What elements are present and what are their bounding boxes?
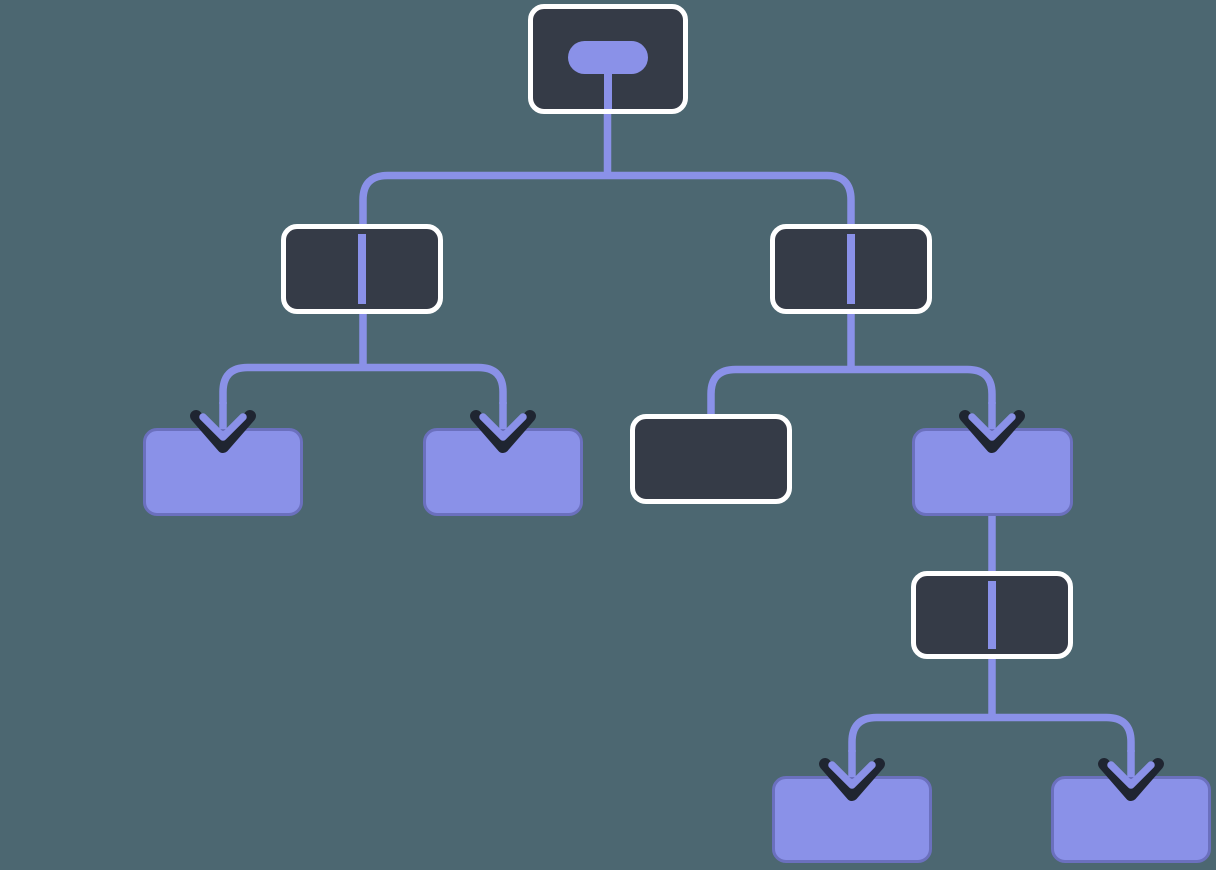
- dark-leaf-node[interactable]: [630, 414, 792, 504]
- branch-node-right[interactable]: [770, 224, 932, 314]
- chevron-down-icon: [470, 402, 536, 453]
- chevron-down-icon: [959, 402, 1025, 453]
- connector-path: [707, 365, 996, 425]
- connector-path: [219, 363, 507, 404]
- pass-through-line: [358, 234, 366, 304]
- connector-path: [848, 713, 1135, 752]
- pill-shape: [568, 41, 648, 74]
- connector-path: [359, 171, 855, 235]
- pass-through-line: [847, 234, 855, 304]
- chevron-down-icon: [819, 750, 885, 801]
- chevron-down-icon: [1098, 750, 1164, 801]
- pass-through-line: [988, 581, 996, 649]
- chevron-down-icon: [190, 402, 256, 453]
- root-node[interactable]: [528, 4, 688, 114]
- pill-stem: [604, 72, 612, 109]
- branch-node-left[interactable]: [281, 224, 443, 314]
- branch-node-lower[interactable]: [911, 571, 1073, 659]
